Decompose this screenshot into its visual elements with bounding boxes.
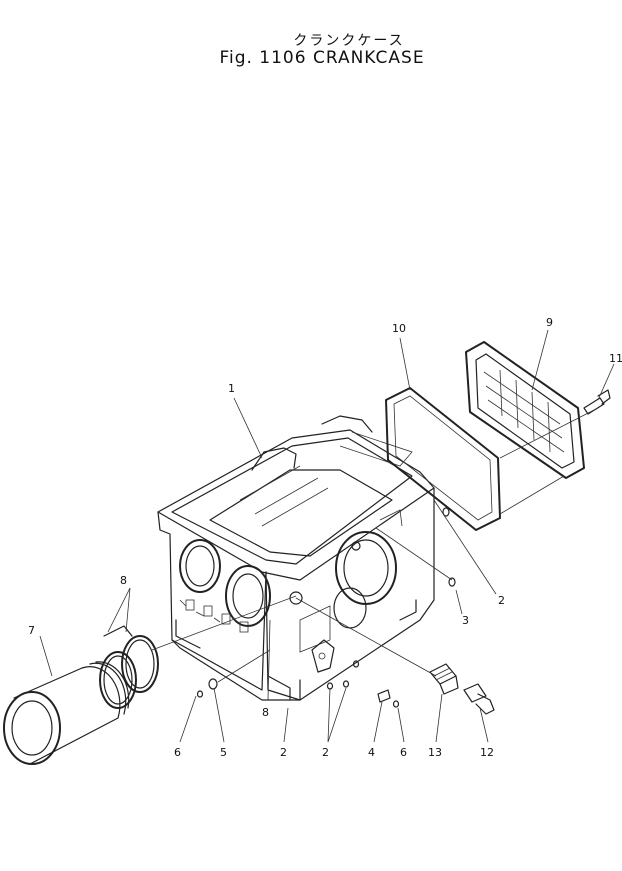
callout-3: 3: [462, 614, 469, 627]
crankcase-body: [157, 415, 435, 701]
callout-labels: 1 10 9 11 8 7 2 3 8 6 5 2 2 4 6 13 12: [28, 316, 622, 759]
callout-4: 4: [368, 746, 375, 759]
o-rings: [99, 625, 159, 709]
callout-1: 1: [228, 382, 235, 395]
cover-plate: [465, 341, 585, 479]
callout-12: 12: [480, 746, 494, 759]
callout-8-upper: 8: [120, 574, 127, 587]
sensor-12: [463, 683, 495, 715]
fitting-13: [429, 663, 459, 695]
title-japanese: クランクケース: [293, 33, 405, 49]
cylinder-liner: [3, 661, 130, 765]
leader-lines: [39, 329, 615, 743]
callout-6-left: 6: [174, 746, 181, 759]
bolt-11: [583, 389, 611, 415]
callout-13: 13: [428, 746, 442, 759]
callout-7: 7: [28, 624, 35, 637]
callout-6-right: 6: [400, 746, 407, 759]
callout-8-lower: 8: [262, 706, 269, 719]
figure-title: Fig. 1106 CRANKCASE: [219, 48, 425, 68]
callout-9: 9: [546, 316, 553, 329]
callout-11: 11: [609, 352, 622, 365]
callout-10: 10: [392, 322, 406, 335]
plug-parts: [196, 507, 456, 708]
callout-2-center: 2: [280, 746, 287, 759]
callout-5: 5: [220, 746, 227, 759]
callout-2-lower: 2: [322, 746, 329, 759]
callout-2-right: 2: [498, 594, 505, 607]
